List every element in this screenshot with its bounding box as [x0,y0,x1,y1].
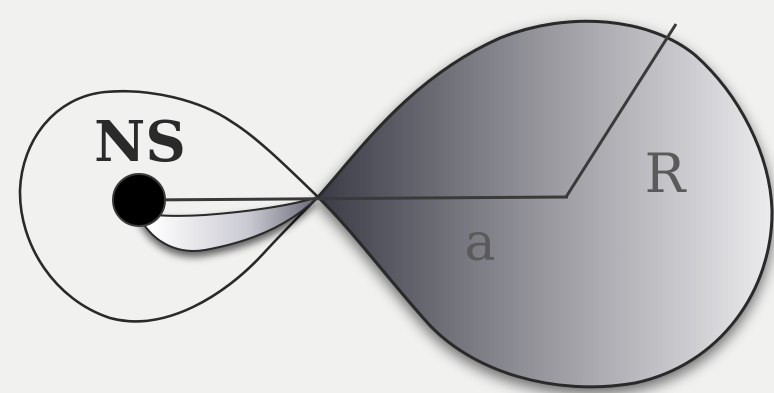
neutron-star [113,174,165,226]
separation-label: a [464,213,495,273]
donor-star-roche-lobe [318,21,772,387]
radius-label: R [645,142,687,205]
neutron-star-label: NS [94,109,186,175]
